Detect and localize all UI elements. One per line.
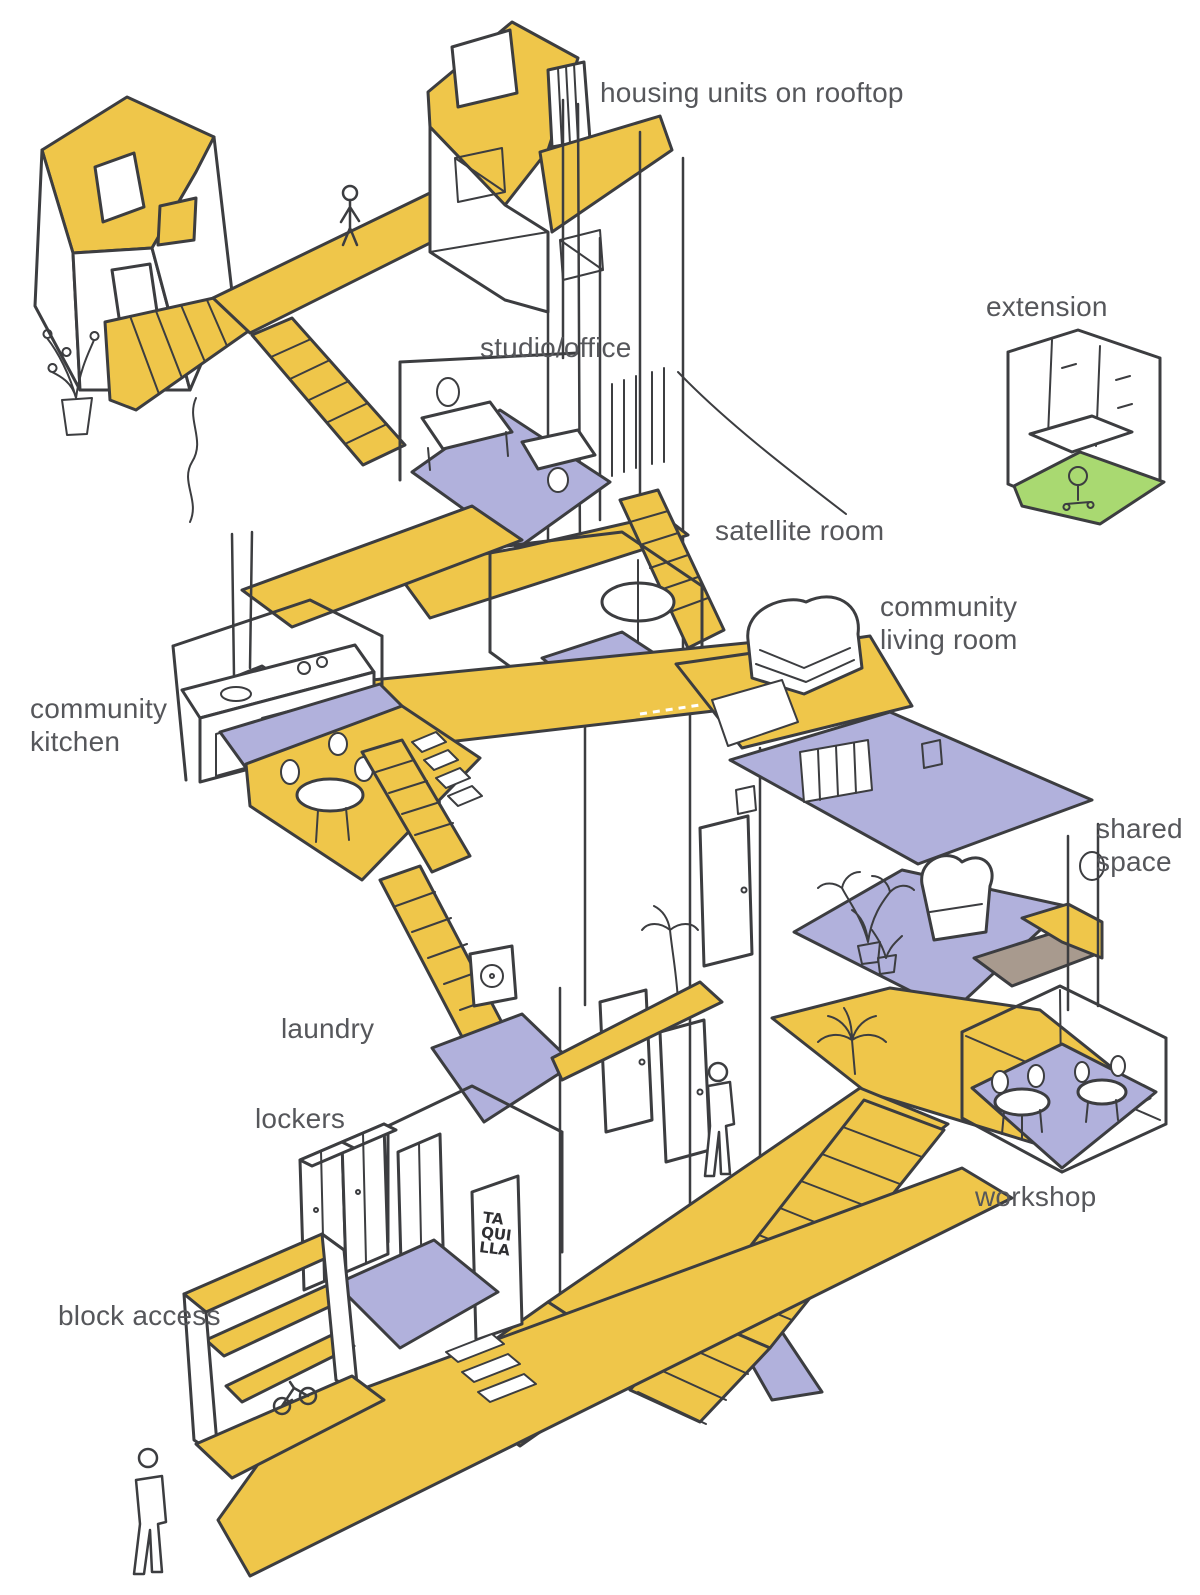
chair [328, 732, 348, 756]
label-community-kitchen: community kitchen [30, 693, 168, 757]
desk [520, 428, 597, 471]
label-block-access: block access [58, 1300, 221, 1331]
laundry-area [360, 731, 824, 1402]
chair [436, 377, 460, 407]
desk [1028, 414, 1134, 454]
extension-unit [1006, 328, 1166, 526]
locker-sign-text: TA QUI LLA [478, 1208, 513, 1260]
rug [711, 679, 799, 747]
community-living-room-area [639, 595, 1094, 866]
label-extension: extension [986, 291, 1108, 322]
rooftop-walkway [211, 190, 474, 467]
chair [1027, 1064, 1045, 1088]
terrace-plant [817, 1007, 887, 1075]
shared-space-area [792, 822, 1105, 1014]
human-figures [132, 184, 736, 1576]
armchair [920, 854, 994, 942]
desk [420, 400, 514, 451]
picture-frame [735, 739, 943, 815]
chair [991, 1070, 1009, 1094]
palm-plant [641, 905, 699, 1017]
central-wall [558, 814, 754, 1298]
lockers-room [298, 1084, 564, 1350]
office-chair [1062, 466, 1095, 511]
label-workshop: workshop [975, 1181, 1097, 1212]
door [698, 814, 754, 968]
potted-plant [871, 929, 903, 975]
person-in-corridor [703, 1061, 736, 1178]
label-lockers: lockers [255, 1103, 346, 1134]
label-shared-space: shared space [1096, 813, 1183, 877]
person-at-entrance [132, 1447, 168, 1576]
work-table [1076, 1078, 1128, 1106]
dining-table [295, 777, 365, 813]
label-satellite-room: satellite room [715, 515, 885, 546]
chair [280, 759, 300, 785]
tower-core [546, 98, 762, 1237]
stove-burner [316, 656, 328, 668]
wall-clock [1079, 851, 1105, 881]
potted-plant [42, 329, 100, 436]
workshop-room [960, 984, 1168, 1174]
chair [1110, 1055, 1126, 1077]
label-studio-office: studio/office [480, 332, 632, 363]
person-on-walkway [339, 184, 361, 247]
rooftop-house-left [33, 95, 252, 436]
label-housing-units-rooftop: housing units on rooftop [600, 77, 904, 108]
satellite-room-leader-line [677, 371, 847, 515]
bicycle [272, 1380, 318, 1416]
block-access-corridor [182, 1166, 1014, 1578]
ramp-from-house [103, 292, 252, 412]
door [598, 988, 654, 1134]
extractor-chimney [230, 530, 254, 678]
rooftop-house-center [426, 20, 674, 314]
stove-burner [297, 661, 311, 675]
chair [1074, 1061, 1090, 1083]
sink [220, 686, 252, 702]
chair [547, 467, 569, 493]
label-community-living-room: community living room [880, 591, 1018, 655]
label-laundry: laundry [281, 1013, 375, 1044]
studio-office-room [393, 351, 726, 650]
